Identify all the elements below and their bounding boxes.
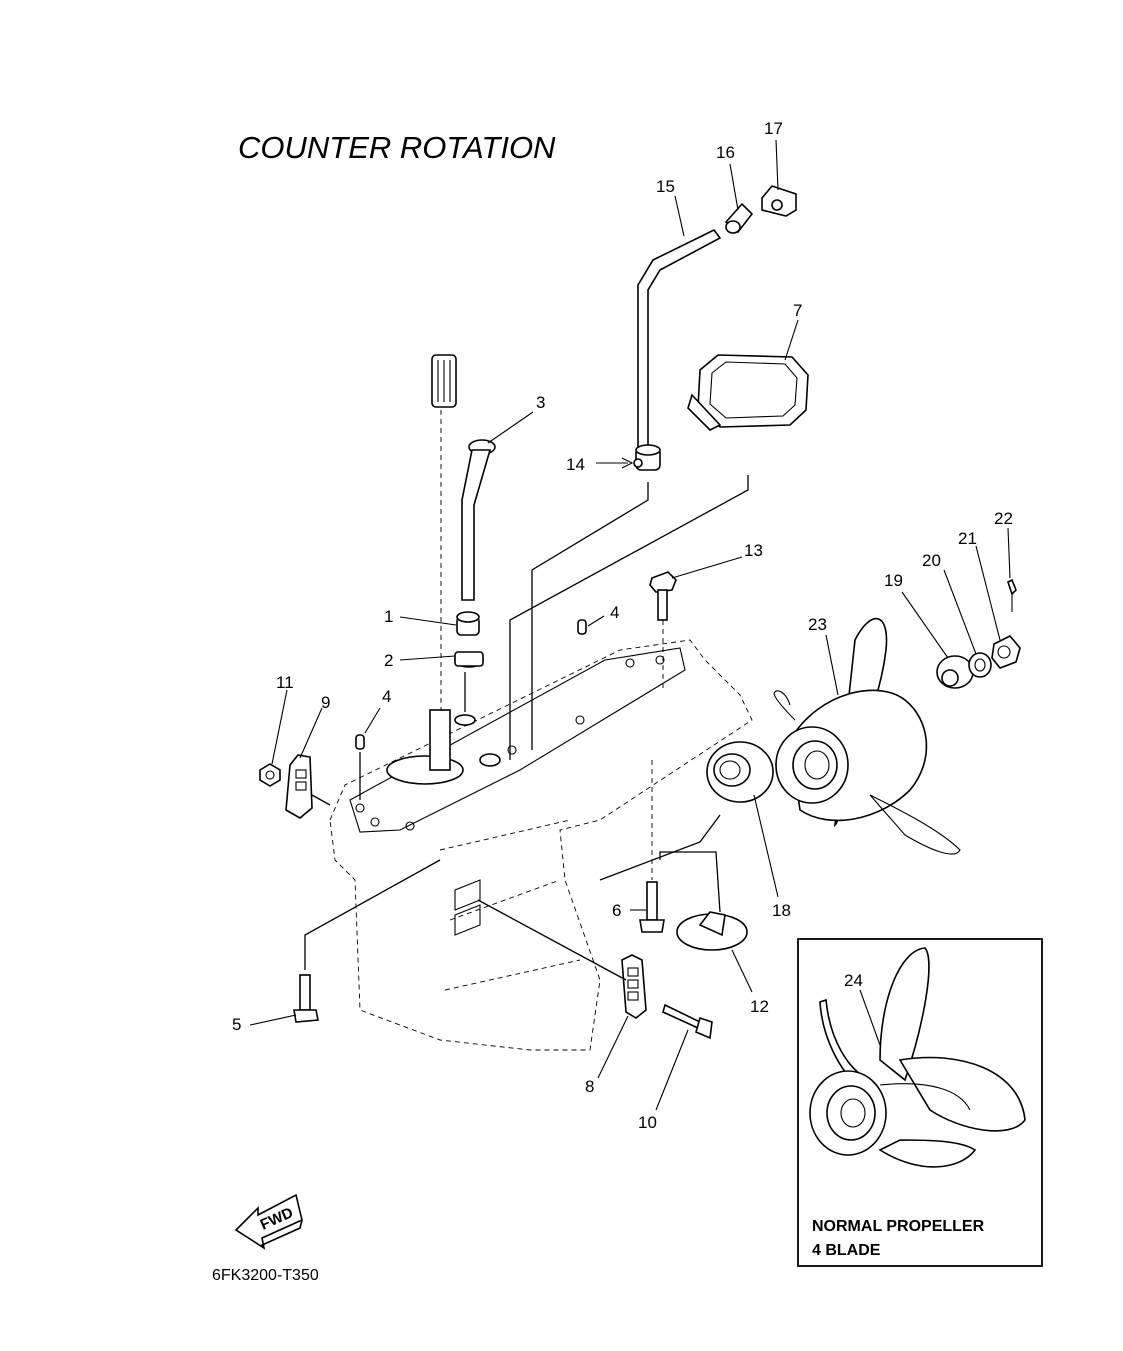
callout-labels: 1 2 3 4 4 5 6 7 8 9 10 11 12 13 14 15 16… xyxy=(232,119,1013,1132)
callout-3: 3 xyxy=(536,393,545,412)
callout-12: 12 xyxy=(750,997,769,1016)
bracket-part-9 xyxy=(285,754,331,819)
callout-4-upper: 4 xyxy=(610,603,619,622)
callout-2: 2 xyxy=(384,651,393,670)
callout-23: 23 xyxy=(808,615,827,634)
bolt-part-6 xyxy=(639,760,665,933)
forward-direction-arrow: FWD xyxy=(234,1193,303,1250)
collar-part-16 xyxy=(724,202,754,234)
callout-19: 19 xyxy=(884,571,903,590)
callout-11: 11 xyxy=(276,673,294,692)
callout-4-lower: 4 xyxy=(382,687,391,706)
callout-5: 5 xyxy=(232,1015,241,1034)
tube-assembly-line xyxy=(531,482,649,750)
leader-lines xyxy=(249,139,1011,1111)
drive-shaft xyxy=(431,354,457,710)
callout-10: 10 xyxy=(638,1113,657,1132)
gasket-part-7 xyxy=(687,354,809,431)
callout-21: 21 xyxy=(958,529,977,548)
washer-part-20 xyxy=(968,652,992,678)
trim-anode-part-12 xyxy=(599,814,748,951)
dowel-pin-upper xyxy=(577,619,587,635)
gasket-assembly-line xyxy=(509,475,749,760)
callout-8: 8 xyxy=(585,1077,594,1096)
fwd-arrow-icon xyxy=(234,1193,303,1250)
bolt-part-10 xyxy=(662,1003,713,1040)
bolt-part-5 xyxy=(293,859,441,1023)
callout-13: 13 xyxy=(744,541,763,560)
clip-part-17 xyxy=(761,185,797,217)
cotter-pin-part-22 xyxy=(1007,578,1017,612)
lower-case-housing xyxy=(329,639,753,1051)
normal-propeller-inset: 24 NORMAL PROPELLER 4 BLADE xyxy=(797,938,1043,1267)
callout-14: 14 xyxy=(566,455,585,474)
diagram-title: COUNTER ROTATION xyxy=(238,130,556,165)
trim-tab-part-8 xyxy=(477,899,647,1019)
callout-6: 6 xyxy=(612,901,621,920)
inset-label-line2: 4 BLADE xyxy=(812,1242,881,1259)
bolt-part-13 xyxy=(649,571,677,690)
seal-part-2 xyxy=(454,651,484,712)
tube-fitting-part-14 xyxy=(633,444,661,471)
callout-24: 24 xyxy=(844,971,863,990)
inset-label-line1: NORMAL PROPELLER xyxy=(812,1218,985,1235)
callout-7: 7 xyxy=(793,301,802,320)
four-blade-propeller-drawing xyxy=(809,947,1026,1168)
callout-18: 18 xyxy=(772,901,791,920)
callout-16: 16 xyxy=(716,143,735,162)
drawing-code: 6FK3200-T350 xyxy=(212,1267,319,1284)
dowel-pin-lower xyxy=(355,734,365,800)
propeller-part-23 xyxy=(773,617,961,855)
washer-part-19 xyxy=(936,655,974,689)
thrust-spacer-part-18 xyxy=(706,741,774,803)
grommet-part-1 xyxy=(456,611,480,636)
callout-20: 20 xyxy=(922,551,941,570)
propeller-nut-part-21 xyxy=(991,635,1021,669)
callout-17: 17 xyxy=(764,119,783,138)
nut-part-11 xyxy=(259,763,281,787)
water-pipe xyxy=(461,439,496,601)
callout-9: 9 xyxy=(321,693,330,712)
callout-15: 15 xyxy=(656,177,675,196)
callout-1: 1 xyxy=(384,607,393,626)
callout-22: 22 xyxy=(994,509,1013,528)
